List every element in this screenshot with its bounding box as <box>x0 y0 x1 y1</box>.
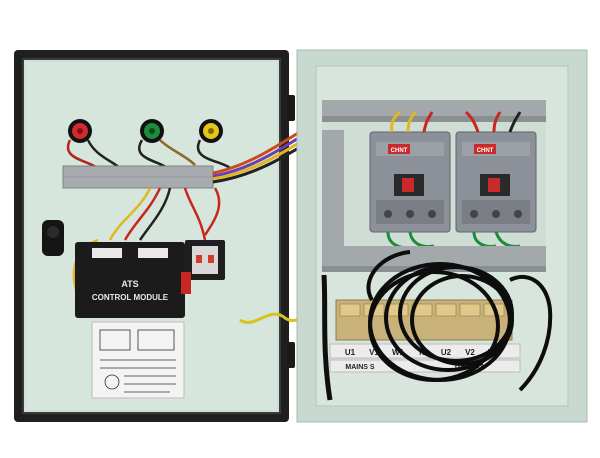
contactor-1: CHNT <box>369 131 451 233</box>
contactor-2: CHNT <box>455 131 537 233</box>
door-hinge-icon <box>287 95 295 121</box>
door-hinge-icon <box>287 342 295 368</box>
contactor-1-brand: CHNT <box>391 148 408 154</box>
contactor-top-wires <box>390 110 522 133</box>
terminal-label: V2 <box>465 348 475 357</box>
cabinet-door <box>14 50 289 422</box>
terminal-label: V1 <box>369 348 379 357</box>
ats-control-module: ATS CONTROL MODULE <box>75 242 185 318</box>
wiring-diagram-label <box>91 321 185 399</box>
yellow-indicator-lamp-icon <box>199 119 223 143</box>
side-conduit <box>321 274 333 401</box>
top-din-rail <box>322 100 546 122</box>
red-indicator-lamp-icon <box>68 119 92 143</box>
terminal-group-left: MAINS S <box>345 364 375 371</box>
terminal-label: W1 <box>392 348 405 357</box>
green-indicator-lamp-icon <box>140 119 164 143</box>
vertical-cable-duct <box>322 130 344 246</box>
terminal-label: U1 <box>345 348 356 357</box>
relay-unit <box>181 240 225 294</box>
plug-connector <box>42 220 64 256</box>
terminal-label: U2 <box>441 348 452 357</box>
module-title: ATS <box>121 279 138 289</box>
contactor-2-brand: CHNT <box>477 148 494 154</box>
module-subtitle: CONTROL MODULE <box>92 293 169 302</box>
terminal-block <box>335 299 513 341</box>
cable-coil-icon <box>366 250 553 392</box>
